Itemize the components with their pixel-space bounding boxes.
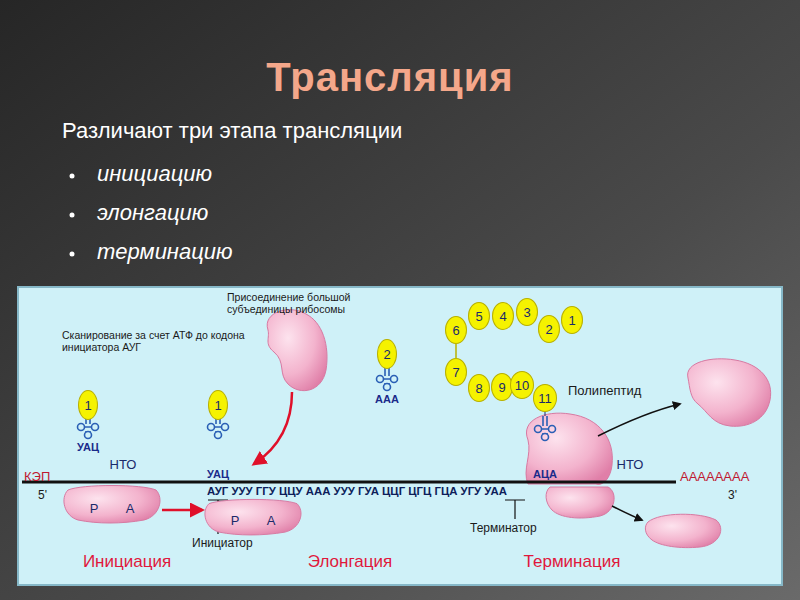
ribosome-large-subunit <box>526 413 612 484</box>
bullet-dots <box>70 174 75 257</box>
amino-acid-circle: 10 <box>510 371 534 399</box>
node-text: Р <box>90 501 99 516</box>
node-text: 7 <box>452 365 459 380</box>
diagram-label: Полипептид <box>568 384 641 399</box>
node-text: 1 <box>214 398 221 413</box>
node-text: Р <box>231 513 240 528</box>
large-subunit <box>267 310 327 391</box>
node-text: 9 <box>498 380 505 395</box>
small-subunit: РА <box>62 484 162 522</box>
amino-acid-circle: 2 <box>538 315 560 343</box>
slide-text: инициацию <box>97 161 212 186</box>
ribosome-small-subunit <box>546 487 614 518</box>
release-arrow <box>598 404 680 436</box>
amino-acid-circle: 3 <box>516 298 538 326</box>
node-text: 10 <box>515 378 529 393</box>
subunit-outline <box>205 499 301 535</box>
diagram-label: АУГ УУУ ГГУ ЦЦУ ААА УУУ ГУА ЦЦГ ЦГЦ ГЦА … <box>207 485 507 498</box>
amino-acid-circle: 4 <box>492 302 514 330</box>
node-text: 11 <box>538 391 552 406</box>
move-arrow <box>162 509 202 512</box>
diagram-label: АААААААА <box>680 470 749 485</box>
diagram-label: Инициатор <box>192 537 253 551</box>
joining-arrow <box>254 392 292 464</box>
diagram-label: КЭП <box>24 470 50 485</box>
amino-acid-circle: 7 <box>445 358 467 386</box>
node-text: 2 <box>383 347 390 362</box>
node-text: 3 <box>523 305 530 320</box>
subunit-shape <box>203 498 303 534</box>
diagram-label: НТО <box>617 458 644 473</box>
trna-cloverleaf <box>377 366 398 391</box>
stage-name: Терминация <box>524 552 621 572</box>
subunit-outline <box>64 486 160 524</box>
amino-acid-circle: 8 <box>468 374 490 402</box>
trna-cloverleaf <box>535 416 556 441</box>
diagram-label: НТО <box>110 458 137 473</box>
released-large-subunit <box>688 359 771 426</box>
diagram-panel <box>18 287 782 585</box>
node-text: 8 <box>475 381 482 396</box>
amino-acid-circle: 11 <box>533 384 557 412</box>
released-small-subunit <box>645 514 720 547</box>
amino-acid-circle: 2 <box>377 339 397 369</box>
node-text: 5 <box>475 309 482 324</box>
amino-acid-circle: 1 <box>561 306 583 334</box>
slide-title: Трансляция <box>266 54 513 100</box>
diagram-label: 5' <box>38 489 47 503</box>
slide-text: Различают три этапа трансляции <box>62 118 402 143</box>
diagram-label: Терминатор <box>470 522 537 536</box>
diagram-label: УАЦ <box>77 441 99 454</box>
amino-acid-circle: 5 <box>468 302 490 330</box>
stage-name: Инициация <box>83 552 171 572</box>
subunit-shape <box>62 484 162 522</box>
diagram-label: АЦА <box>533 468 557 481</box>
peptide-bonds <box>455 344 457 358</box>
diagram-label: ААА <box>375 393 399 406</box>
slide-text: элонгацию <box>97 200 208 225</box>
diagram-label: Сканирование за счет АТФ до кодона иници… <box>62 329 252 353</box>
amino-acid-circle: 1 <box>208 390 228 420</box>
small-subunit: РА <box>203 498 303 534</box>
release-arrow <box>612 506 642 520</box>
node-text: 6 <box>452 323 459 338</box>
amino-acid-circle: 1 <box>78 390 98 420</box>
slide-text: терминацию <box>97 239 233 264</box>
node-text: 2 <box>545 322 552 337</box>
diagram-label: УАЦ <box>207 468 229 481</box>
diagram-label: 3' <box>728 489 737 503</box>
node-text: А <box>126 501 135 516</box>
trna-stems <box>88 366 545 420</box>
node-text: 1 <box>568 313 575 328</box>
node-text: А <box>267 513 276 528</box>
mrna-strand <box>22 481 676 484</box>
diagram-label: Присоединение большой субъединицы рибосо… <box>227 291 377 315</box>
node-text: 1 <box>84 398 91 413</box>
stage-name: Элонгация <box>308 552 392 572</box>
amino-acid-circle: 6 <box>445 316 467 344</box>
node-text: 4 <box>499 309 506 324</box>
